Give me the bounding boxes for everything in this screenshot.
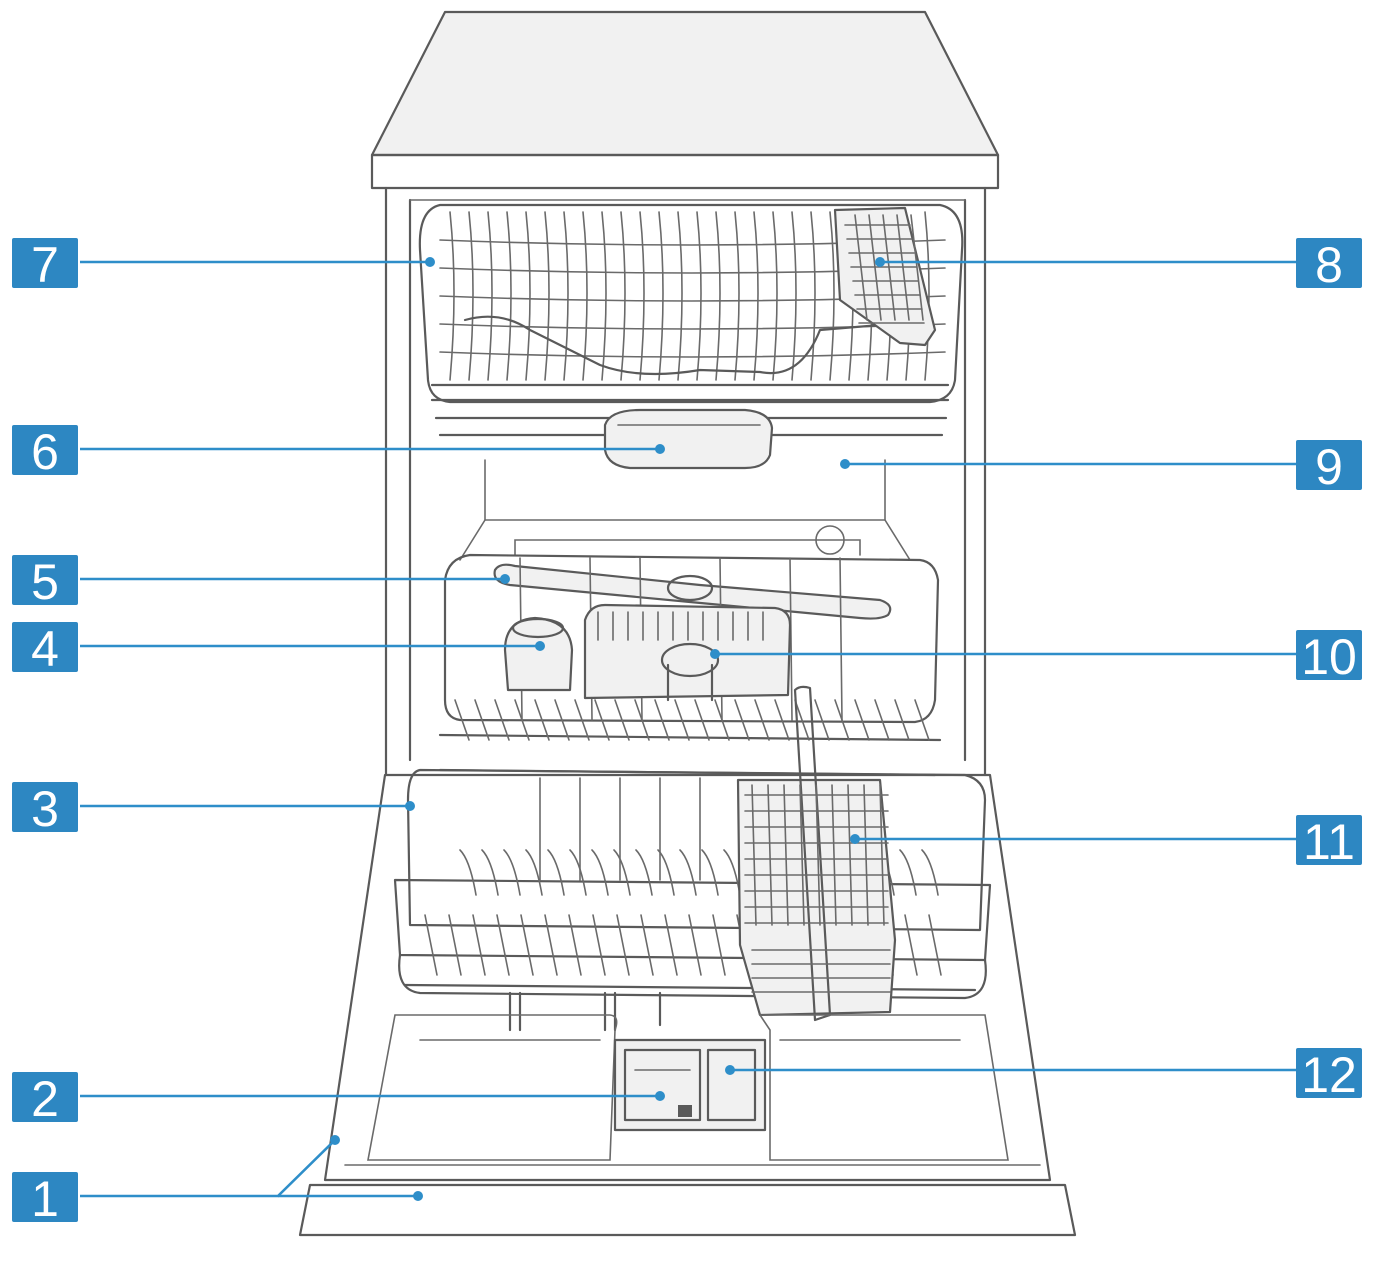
leader-dot-4 [535,641,545,651]
leader-dot-1 [330,1135,340,1145]
detergent-dispenser [613,1038,767,1132]
filter-system [583,603,792,702]
leader-dot-10 [710,649,720,659]
callout-badge-1: 1 [12,1171,78,1227]
callout-number-6: 6 [31,424,59,480]
leader-dot-8 [875,257,885,267]
callout-number-1: 1 [31,1171,59,1227]
leader-dot-12 [725,1065,735,1075]
lower-basket [393,768,992,1032]
callout-badge-10: 10 [1296,629,1362,685]
callout-badge-4: 4 [12,621,78,677]
detergent-pot [503,616,574,692]
leader-dot-7 [425,257,435,267]
leader-dot-1-b [413,1191,423,1201]
worktop [370,10,1000,190]
callout-number-10: 10 [1301,629,1357,685]
cabinet-body [384,186,987,777]
upper-cutlery-tray [833,206,937,347]
leader-line-1 [80,1139,336,1198]
callout-badge-3: 3 [12,781,78,837]
callout-number-12: 12 [1301,1047,1357,1103]
leader-dot-2 [655,1091,665,1101]
leader-dot-5 [500,574,510,584]
callout-badge-6: 6 [12,424,78,480]
callout-number-7: 7 [31,237,59,293]
callout-leaders [80,257,1296,1201]
callout-number-2: 2 [31,1071,59,1127]
callout-number-8: 8 [1315,237,1343,293]
callout-badge-11: 11 [1296,814,1362,870]
callout-number-4: 4 [31,621,59,677]
leader-dot-11 [850,834,860,844]
leader-dot-3 [405,801,415,811]
upper-spray-arm [603,408,774,470]
callout-badge-8: 8 [1296,237,1362,293]
callout-badge-9: 9 [1296,439,1362,495]
leader-dot-6 [655,444,665,454]
callout-number-3: 3 [31,781,59,837]
callout-badge-5: 5 [12,554,78,610]
callout-badge-7: 7 [12,237,78,293]
callout-number-9: 9 [1315,439,1343,495]
callout-badge-2: 2 [12,1071,78,1127]
callout-number-11: 11 [1303,814,1355,870]
callout-badge-12: 12 [1296,1047,1362,1103]
callout-number-5: 5 [31,554,59,610]
upper-basket [418,203,964,437]
leader-dot-9 [840,459,850,469]
door [298,773,1077,1237]
cutlery-basket [736,685,897,1022]
